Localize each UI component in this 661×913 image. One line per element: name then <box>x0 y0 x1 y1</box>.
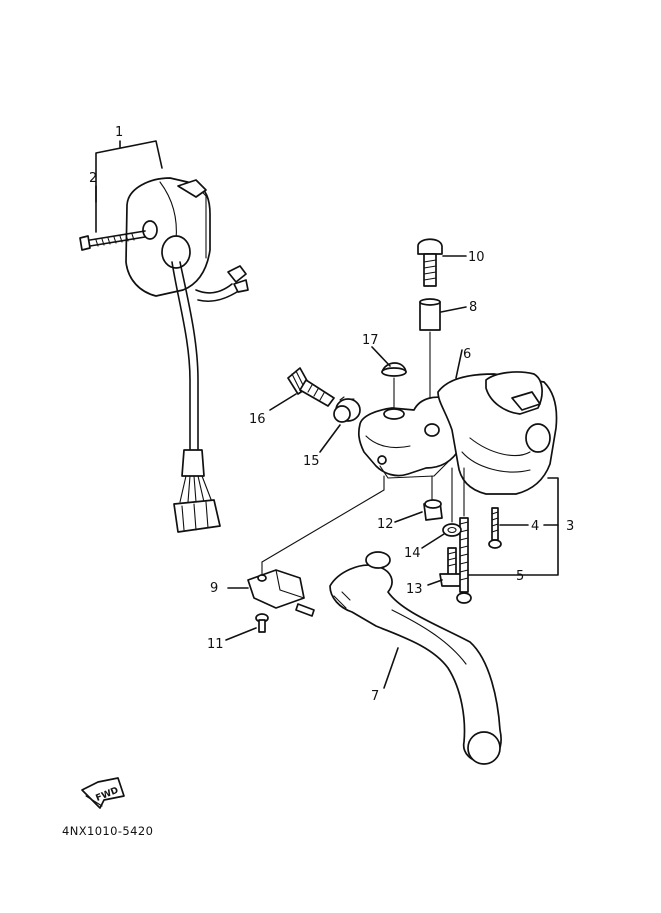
callout-4: 4 <box>531 519 539 534</box>
part-12-nut <box>394 475 443 523</box>
part-7-lever <box>329 551 502 765</box>
callout-12: 12 <box>377 517 394 532</box>
part-17-cap <box>371 346 407 411</box>
callout-15: 15 <box>303 454 320 469</box>
callout-1: 1 <box>115 125 123 140</box>
callout-2: 2 <box>89 171 97 186</box>
callout-5: 5 <box>516 569 524 584</box>
part-6-lever-holder <box>357 349 558 495</box>
callout-bracket-3 <box>465 477 559 576</box>
part-11-screw <box>225 613 269 641</box>
callout-7: 7 <box>371 689 379 704</box>
part-16-adjuster <box>269 367 335 411</box>
part-5-screws <box>439 467 472 604</box>
part-9-switch <box>227 475 385 617</box>
callout-16: 16 <box>249 412 266 427</box>
diagram-code: 4NX1010-5420 <box>62 824 153 838</box>
callout-9: 9 <box>210 581 218 596</box>
part-15-nut <box>319 396 361 453</box>
part-4-screw <box>488 507 502 549</box>
part-10-bolt <box>417 238 467 287</box>
callout-17: 17 <box>362 333 379 348</box>
callout-14: 14 <box>404 546 421 561</box>
part-8-collar <box>419 298 467 419</box>
callout-10: 10 <box>468 250 485 265</box>
callout-6: 6 <box>463 347 471 362</box>
callout-13: 13 <box>406 582 423 597</box>
callout-11: 11 <box>207 637 224 652</box>
part-1-left-handlebar-switch <box>79 140 249 533</box>
callout-3: 3 <box>566 519 574 534</box>
part-14-washer <box>421 467 462 549</box>
leader-13 <box>427 579 443 586</box>
fwd-direction-marker: FWD <box>81 777 125 809</box>
callout-8: 8 <box>469 300 477 315</box>
